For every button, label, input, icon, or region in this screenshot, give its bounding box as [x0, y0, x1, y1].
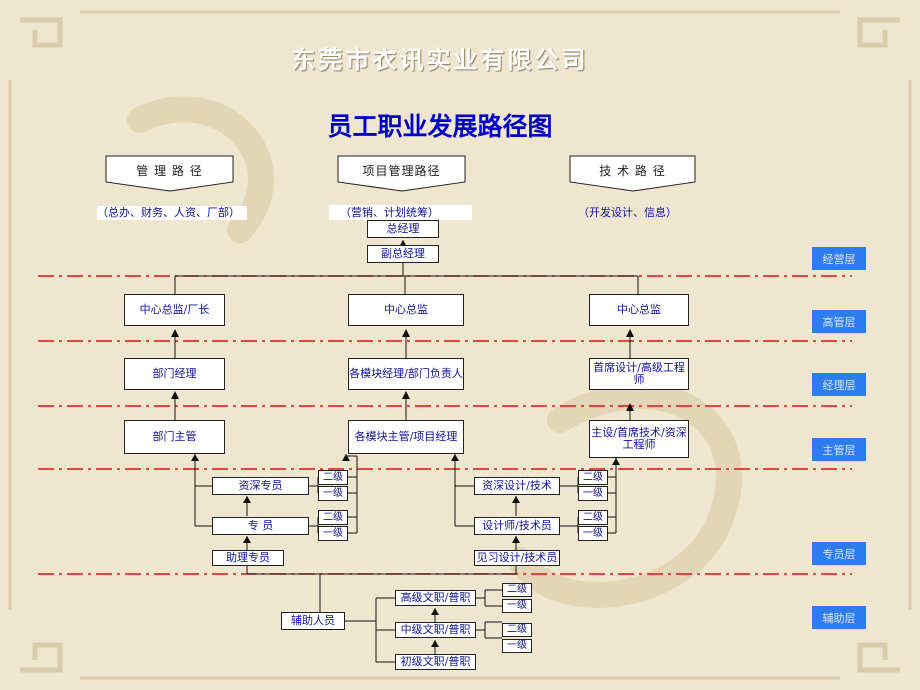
grade-level1-box: 一级	[502, 639, 532, 653]
center-director-mid-box: 中心总监	[348, 294, 464, 326]
grade-level1-box: 一级	[502, 599, 532, 613]
chief-designer-box: 首席设计/高级工程师	[589, 358, 689, 390]
senior-specialist-box: 资深专员	[212, 477, 309, 495]
intern-designer-box: 见习设计/技术员	[474, 550, 560, 566]
project-path-note: （营销、计划统筹）	[340, 206, 439, 219]
layer-label-auxiliary: 辅助层	[812, 606, 866, 629]
center-director-factory-box: 中心总监/厂长	[124, 294, 225, 326]
layer-label-manager: 经理层	[812, 373, 866, 396]
management-path-label: 管 理 路 径	[136, 164, 203, 178]
center-director-right-box: 中心总监	[589, 294, 689, 326]
grade-level2-box: 二级	[578, 470, 608, 485]
project-path-label: 项目管理路径	[362, 164, 441, 178]
layer-label-specialist: 专员层	[812, 542, 866, 565]
technical-path-label: 技 术 路 径	[599, 164, 666, 178]
chart-title: 员工职业发展路径图	[327, 112, 553, 141]
path-header-shapes	[105, 155, 696, 192]
grade-level2-box: 二级	[318, 510, 348, 525]
grade-level1-box: 一级	[318, 486, 348, 501]
grade-level2-box: 二级	[502, 623, 532, 637]
company-name: 东莞市衣讯实业有限公司	[291, 46, 589, 74]
module-manager-box: 各模块经理/部门负责人	[348, 358, 464, 390]
grade-level2-box: 二级	[318, 470, 348, 485]
module-supervisor-box: 各模块主管/项目经理	[348, 420, 464, 454]
technical-path-note: （开发设计、信息）	[578, 206, 677, 219]
designer-box: 设计师/技术员	[474, 517, 560, 535]
senior-designer-box: 资深设计/技术	[474, 477, 560, 495]
brush-decoration	[127, 96, 743, 608]
lead-designer-box: 主设/首席技术/资深工程师	[589, 420, 689, 458]
layer-label-operation: 经营层	[812, 247, 866, 270]
connector-lines	[174, 240, 639, 663]
path-note-bars	[329, 205, 472, 220]
dept-manager-box: 部门经理	[124, 358, 225, 390]
dept-supervisor-box: 部门主管	[124, 420, 225, 454]
layer-label-supervisor: 主管层	[812, 438, 866, 461]
deputy-gm-box: 副总经理	[367, 245, 439, 263]
junior-clerk-box: 初级文职/普职	[395, 654, 476, 670]
layer-label-senior-mgmt: 高管层	[812, 310, 866, 333]
grade-level1-box: 一级	[578, 526, 608, 541]
assistant-specialist-box: 助理专员	[212, 550, 284, 566]
aux-staff-box: 辅助人员	[281, 612, 345, 630]
general-manager-box: 总经理	[367, 220, 439, 238]
grade-level2-box: 二级	[502, 583, 532, 597]
specialist-box: 专 员	[212, 517, 309, 535]
grade-level2-box: 二级	[578, 510, 608, 525]
management-path-note: （总办、财务、人资、厂部）	[97, 206, 247, 220]
grade-level1-box: 一级	[318, 526, 348, 541]
senior-clerk-box: 高级文职/普职	[395, 590, 476, 606]
grade-level1-box: 一级	[578, 486, 608, 501]
mid-clerk-box: 中级文职/普职	[395, 622, 476, 638]
decorative-frame	[8, 10, 912, 680]
arrow-heads	[171, 240, 634, 647]
